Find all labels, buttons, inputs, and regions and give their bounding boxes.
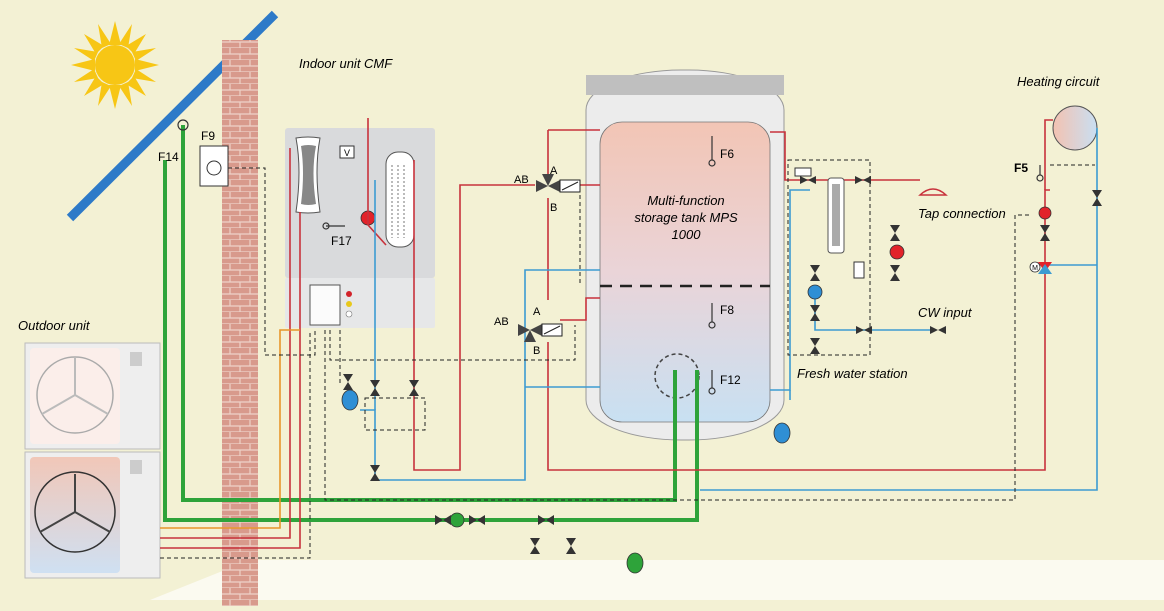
tank-label-line2: storage tank MPS [634, 210, 738, 225]
sensor-probes [322, 136, 1044, 395]
indoor-unit: V [285, 128, 435, 328]
signal-lines [160, 159, 1095, 559]
expansion-vessel-green-icon [626, 552, 644, 574]
storage-tank [585, 69, 785, 441]
f14-sensor-icon [177, 119, 189, 131]
lower-valve-b: B [533, 345, 540, 357]
motor-label: M [1032, 265, 1038, 272]
fresh-water-station-label: Fresh water station [797, 366, 908, 381]
expansion-vessel-icon [341, 389, 791, 444]
sensor-f8-label: F8 [720, 303, 734, 317]
upper-valve-ab: AB [514, 174, 529, 186]
sun-icon [71, 21, 159, 109]
sensor-f17-label: F17 [331, 234, 352, 248]
outdoor-unit-label: Outdoor unit [18, 318, 91, 333]
sensor-f12-label: F12 [720, 373, 741, 387]
floor [150, 560, 1164, 600]
solar-pump-icon [449, 512, 465, 528]
f9-sensor-box [199, 145, 229, 187]
upper-valve-a: A [550, 165, 558, 177]
tap-connection-label: Tap connection [918, 206, 1006, 221]
sensor-f9-label: F9 [201, 129, 215, 143]
heating-pump-icon [1038, 206, 1052, 220]
v-box-label: V [344, 148, 350, 158]
lower-valve-ab: AB [494, 316, 509, 328]
orange-pipe [160, 329, 300, 529]
heating-circuit-radiator [1052, 105, 1098, 151]
tap-icon [918, 188, 948, 196]
three-way-valve-upper [536, 174, 581, 193]
tank-label-line3: 1000 [672, 227, 702, 242]
sensor-f14-label: F14 [158, 150, 179, 164]
indoor-unit-label: Indoor unit CMF [299, 56, 393, 71]
motor-icon [1029, 261, 1041, 273]
cw-input-label: CW input [918, 305, 973, 320]
sensor-f5-label: F5 [1014, 161, 1028, 175]
fresh-water-heat-exchanger [794, 167, 905, 300]
cold-pipes [360, 128, 1098, 491]
hot-pipes [160, 118, 1053, 549]
heating-circuit-label: Heating circuit [1017, 74, 1101, 89]
sensor-f6-label: F6 [720, 147, 734, 161]
brick-wall [222, 40, 258, 606]
mixing-valve-lower-icon [1038, 264, 1052, 274]
outdoor-unit [24, 342, 161, 579]
three-way-valve-lower [518, 323, 563, 342]
valve-icons [343, 176, 1102, 554]
upper-valve-b: B [550, 202, 557, 214]
tank-label-line1: Multi-function [647, 193, 724, 208]
f9-sensor-icon [206, 160, 222, 176]
lower-valve-a: A [533, 306, 541, 318]
